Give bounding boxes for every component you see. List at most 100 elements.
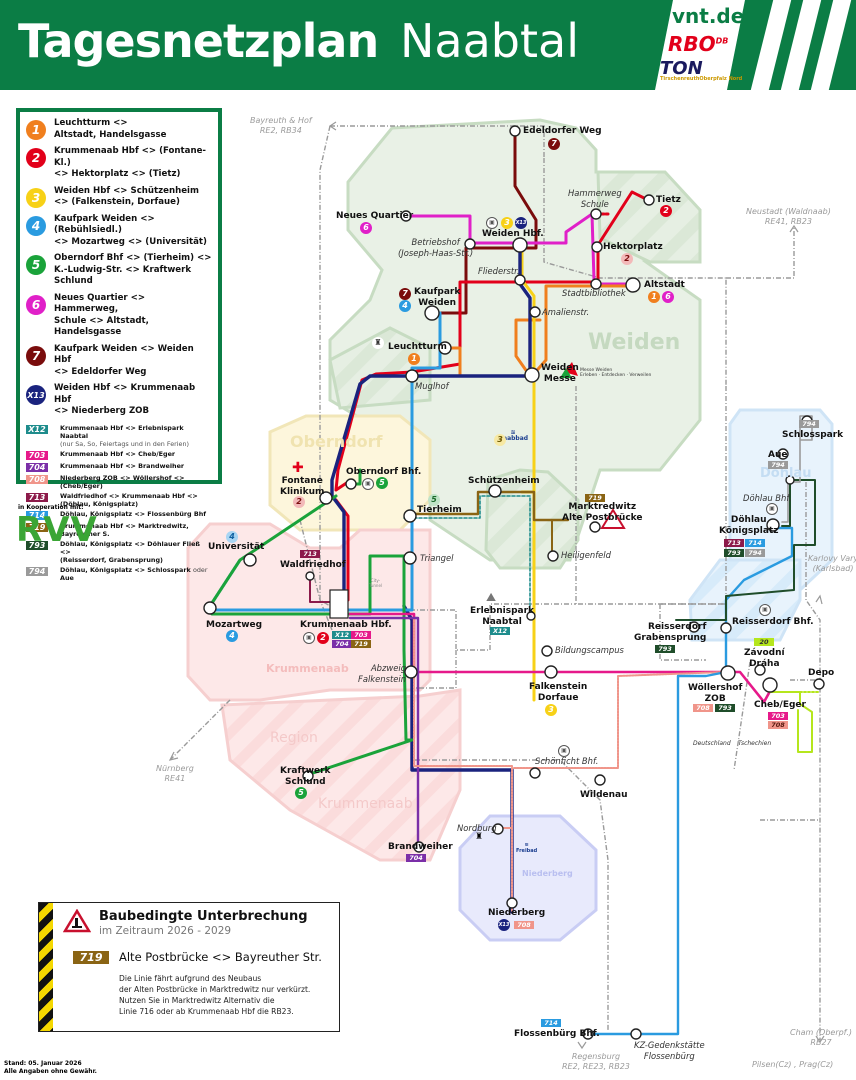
line-x12-badge: X12 — [26, 424, 48, 434]
stop-tierheim[interactable]: Tierheim — [417, 505, 462, 515]
legend-line1: Weiden Hbf <> Schützenheim — [54, 185, 199, 196]
stop-zavodni-name: Závodní — [744, 648, 785, 658]
construction-warning-icon — [63, 909, 91, 933]
legend-text: Neues Quartier <> Hammerweg,Schule <> Al… — [54, 293, 212, 339]
stop-niederberg[interactable]: Niederberg — [488, 908, 546, 918]
line-7-icon: 7 — [26, 345, 46, 366]
train-icon: ▣ — [558, 745, 570, 757]
stop-doehlau-bhf[interactable]: Döhlau Bhf. — [743, 493, 792, 503]
stop-aue[interactable]: Aue — [768, 450, 788, 460]
legend-text: Krummenaab Hbf <> Erlebnispark Naabtal(n… — [60, 424, 212, 448]
rail-lines — [169, 125, 821, 1040]
stop-kaufpark-name: Kaufpark — [414, 287, 461, 297]
zone-weiden-tietz — [596, 170, 702, 264]
stop-tietz[interactable]: Tietz — [656, 195, 681, 205]
ton-text: TON — [660, 58, 703, 79]
stop-edeldorfer[interactable]: Edeldorfer Weg — [523, 126, 602, 136]
vnt-logo[interactable]: vnt.de — [672, 4, 745, 28]
stop-triangel[interactable]: Triangel — [420, 553, 454, 563]
legend-line2: <> Hektorplatz <> (Tietz) — [54, 169, 181, 179]
stop-brandweiher[interactable]: Brandweiher — [388, 842, 453, 852]
stop-hektorplatz[interactable]: Hektorplatz — [603, 242, 663, 252]
stop-muglhof[interactable]: Muglhof — [415, 381, 449, 391]
notice-body-line: Linie 716 oder ab Krummenaab Hbf die RB2… — [119, 1007, 294, 1016]
stop-flossenbuerg[interactable]: Flossenbürg Bhf. — [514, 1029, 600, 1039]
stop-mozartweg[interactable]: Mozartweg — [206, 620, 263, 630]
stop-kraftwerk-name: Kraftwerk — [280, 766, 331, 776]
stop-betriebshof[interactable]: Betriebshof(Joseph-Haas-Str.) — [398, 237, 473, 259]
stop-heiligenfeld[interactable]: Heiligenfeld — [561, 550, 611, 560]
stop-fontane-name: Fontane — [281, 476, 323, 486]
line-3 — [520, 242, 536, 702]
stop-krummenaab-hbf[interactable]: Krummenaab Hbf. — [300, 620, 392, 630]
stop-altstadt[interactable]: Altstadt — [644, 280, 685, 290]
legend-line2: <> (Falkenstein, Dorfaue) — [54, 197, 180, 207]
stop-weiden-messe-name: Weiden — [541, 363, 579, 373]
stop-nordburg[interactable]: Nordburg — [457, 823, 497, 833]
rvv-logo: RVV — [16, 510, 98, 550]
stop-kaufpark-sub: Weiden — [418, 298, 457, 308]
zone-label-doehlau: Döhlau — [760, 466, 812, 481]
notice-body-line: der Alten Postbrücke in Marktredwitz nur… — [119, 985, 311, 994]
hospital-icon: ✚ — [292, 460, 304, 476]
stop-waldfriedhof[interactable]: Waldfriedhof — [280, 560, 346, 570]
stop-wildenau[interactable]: Wildenau — [580, 790, 628, 800]
zone-label-oberndorf: Oberndorf — [290, 432, 383, 451]
line-1-b — [514, 318, 542, 378]
legend-text: Döhlau, Königsplatz <> Schlosspark oder … — [60, 566, 212, 582]
badge-793: 793 — [724, 549, 744, 557]
stop-schlosspark[interactable]: Schlosspark — [782, 430, 844, 440]
line-bubble-2: 2 — [317, 632, 329, 644]
line-bubble-7: 7 — [399, 288, 411, 300]
line-2-icon: 2 — [26, 148, 46, 168]
line-794-badge: 794 — [26, 566, 48, 576]
zone-region — [220, 688, 462, 862]
stop-universitaet[interactable]: Universität — [208, 542, 265, 552]
stop-amalienstr[interactable]: Amalienstr. — [542, 307, 590, 317]
stop-reisserdorf-bhf[interactable]: Reisserdorf Bhf. — [732, 617, 814, 627]
stop-stadtbibliothek[interactable]: Stadtbibliothek — [562, 288, 626, 298]
line-bubble-4: 4 — [399, 300, 411, 312]
ext-bayreuth-lines: RE2, RB34 — [259, 126, 302, 135]
stop-kz-sub: Flossenbürg — [643, 1051, 695, 1061]
stop-schuetzenheim[interactable]: Schützenheim — [468, 476, 540, 486]
legend-route: Döhlau, Königsplatz <> Schlosspark — [60, 565, 191, 574]
stop-oberndorf[interactable]: Oberndorf Bhf. — [346, 467, 422, 477]
legend-line2: Altstadt, Handelsgasse — [54, 129, 167, 140]
stop-depo[interactable]: Depo — [808, 668, 835, 678]
stop-weiden-hbf[interactable]: Weiden Hbf. — [482, 229, 544, 239]
ext-neustadt: Neustadt (Waldnaab)RE41, RB23 — [746, 207, 831, 227]
legend-route: Krummenaab Hbf <> Erlebnispark Naabtal — [60, 423, 184, 440]
train-icon: ▣ — [362, 478, 374, 490]
stop-neues-quartier[interactable]: Neues Quartier — [336, 211, 414, 221]
stop-leuchtturm[interactable]: Leuchtturm — [388, 342, 447, 352]
legend-text: Kaufpark Weiden <> Weiden Hbf<> Edeldorf… — [54, 344, 212, 379]
stop-fliederstr[interactable]: Fliederstr. — [478, 266, 520, 276]
external-arrows — [168, 121, 825, 1050]
stop-bildungscampus[interactable]: Bildungscampus — [555, 645, 624, 655]
stop-cheb[interactable]: Cheb/Eger — [754, 700, 806, 710]
stop-schoenficht[interactable]: Schönficht Bhf. — [535, 756, 599, 766]
castle-icon: ♜ — [475, 832, 484, 842]
legend-route: Krummenaab Hbf <> Marktredwitz, Bayreuth… — [60, 521, 189, 538]
